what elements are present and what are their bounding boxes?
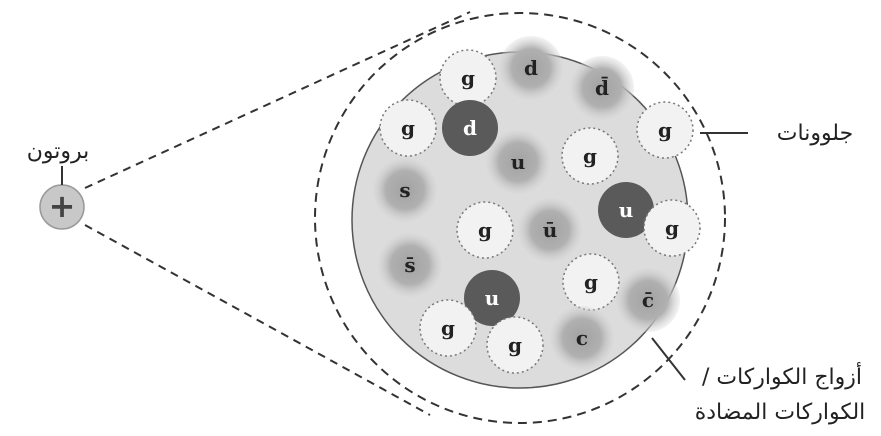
particle-label: c̄ xyxy=(642,288,654,312)
particle-label: g xyxy=(441,316,455,340)
particle-g-top-left: g xyxy=(440,50,496,106)
gluons-label: جلوونات xyxy=(777,121,853,146)
particle-g-left: g xyxy=(380,100,436,156)
particle-label: u xyxy=(619,198,634,222)
particle-g-bottom: g xyxy=(487,317,543,373)
particle-label: g xyxy=(478,218,492,242)
particle-c-sea: c xyxy=(550,306,614,370)
particle-label: d̄ xyxy=(595,75,609,100)
particle-dbar-top: d̄ xyxy=(570,56,634,120)
particle-label: g xyxy=(658,118,672,142)
pairs-label-line1: أزواج الكواركات / xyxy=(702,362,862,390)
particle-label: ū xyxy=(543,218,558,242)
particle-sbar: s̄ xyxy=(378,233,442,297)
particle-u-sea: u xyxy=(486,130,550,194)
particle-label: g xyxy=(583,144,597,168)
particle-label: g xyxy=(665,216,679,240)
proton-symbol: + xyxy=(40,185,84,229)
particle-g-lower-center: g xyxy=(563,254,619,310)
particle-label: g xyxy=(584,270,598,294)
particle-g-center: g xyxy=(562,128,618,184)
particle-label: g xyxy=(508,333,522,357)
particle-g-right-top: g xyxy=(637,102,693,158)
particle-cbar: c̄ xyxy=(616,268,680,332)
particle-s-sea: s xyxy=(373,158,437,222)
particle-label: d xyxy=(463,116,477,140)
particle-g-mid-left: g xyxy=(457,202,513,258)
particle-label: g xyxy=(461,66,475,90)
proton-label: بروتون xyxy=(27,139,90,164)
particle-label: c xyxy=(576,326,588,350)
pairs-label-leader xyxy=(652,338,685,380)
particle-label: d xyxy=(524,56,538,80)
particle-d-sea-top: d xyxy=(499,36,563,100)
particle-g-bottom-left: g xyxy=(420,300,476,356)
particle-g-right: g xyxy=(644,200,700,256)
particle-label: g xyxy=(401,116,415,140)
particle-ubar: ū xyxy=(518,198,582,262)
particle-label: s̄ xyxy=(404,253,415,277)
particle-label: s xyxy=(399,178,410,202)
plus-sign: + xyxy=(49,187,76,225)
pairs-label-line2: الكواركات المضادة xyxy=(695,400,866,425)
particle-label: u xyxy=(485,286,500,310)
particle-label: u xyxy=(511,150,526,174)
